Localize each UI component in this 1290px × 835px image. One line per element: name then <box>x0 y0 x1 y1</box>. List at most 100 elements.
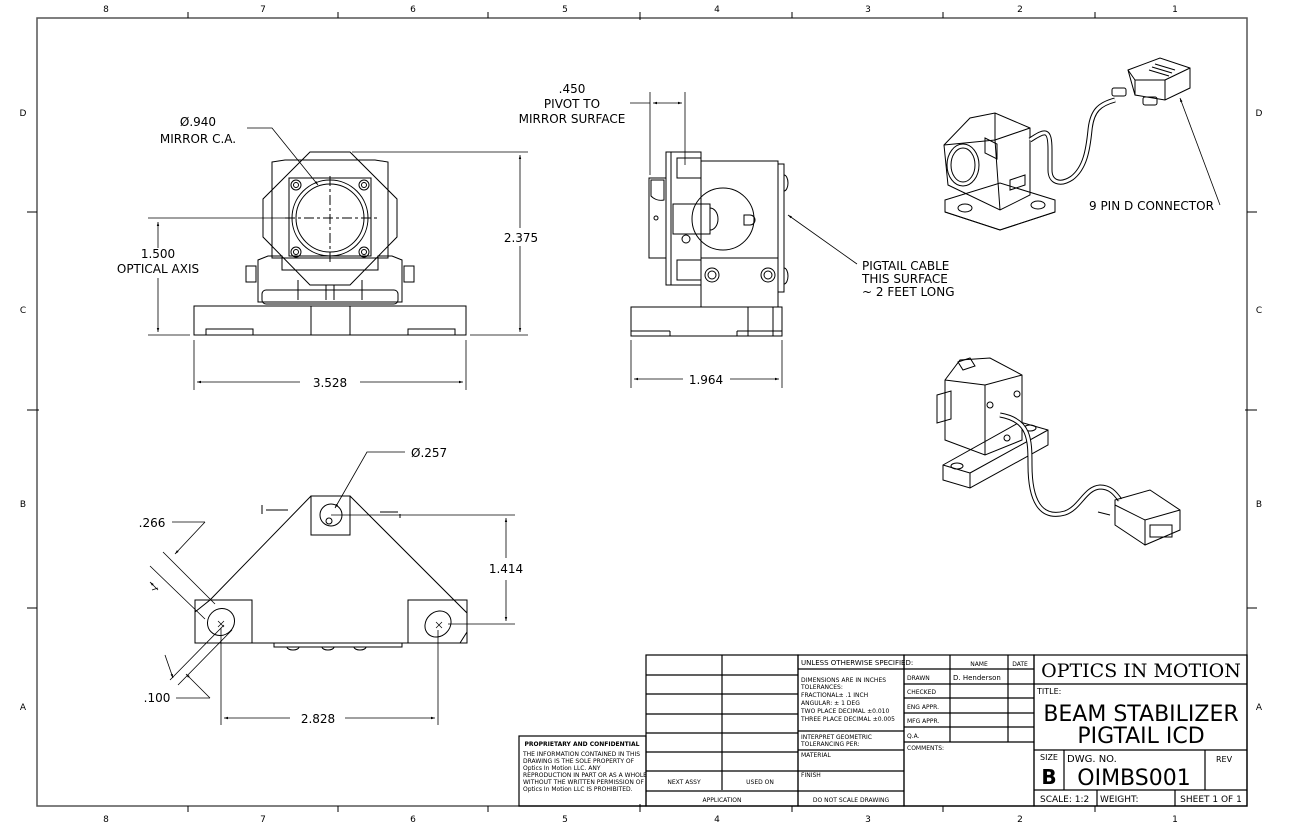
proprietary-line-5: WITHOUT THE WRITTEN PERMISSION OF <box>523 779 644 786</box>
application-label: APPLICATION <box>703 797 742 804</box>
connector-note: 9 PIN D CONNECTOR <box>1089 199 1214 213</box>
next-assy-label: NEXT ASSY <box>667 779 701 786</box>
comments-label: COMMENTS: <box>907 745 944 752</box>
zone-col-7-bottom: 7 <box>260 815 266 825</box>
top-view <box>194 495 468 651</box>
zone-col-2: 2 <box>1017 5 1023 15</box>
zone-col-5: 5 <box>562 5 568 15</box>
proprietary-notice: PROPRIETARY AND CONFIDENTIAL THE INFORMA… <box>522 741 647 793</box>
do-not-scale-label: DO NOT SCALE DRAWING <box>813 797 890 804</box>
unless-specified-label: UNLESS OTHERWISE SPECIFIED: <box>801 659 913 667</box>
proprietary-line-6: Optics In Motion LLC IS PROHIBITED. <box>523 786 633 793</box>
pivot-label-1: PIVOT TO <box>544 97 600 111</box>
optical-axis-dimension: 1.500 <box>141 247 175 261</box>
optical-axis-label: OPTICAL AXIS <box>117 262 199 276</box>
role-qa: Q.A. <box>907 733 920 740</box>
tolerance-line-6: THREE PLACE DECIMAL ±0.005 <box>800 716 895 723</box>
drawing-title-line-1: BEAM STABILIZER <box>1043 702 1238 727</box>
tolerance-block: UNLESS OTHERWISE SPECIFIED: DIMENSIONS A… <box>800 659 913 804</box>
zone-col-7: 7 <box>260 5 266 15</box>
sheet-label: SHEET 1 OF 1 <box>1180 795 1242 805</box>
slot-offset-dimension: .100 <box>144 691 171 705</box>
weight-label: WEIGHT: <box>1100 795 1139 805</box>
approval-block: NAME DATE DRAWN D. Henderson CHECKED ENG… <box>907 661 1028 752</box>
zone-col-6-bottom: 6 <box>410 815 416 825</box>
depth-dimension: 1.964 <box>689 373 723 387</box>
front-view <box>193 151 467 336</box>
zone-row-c: C <box>20 306 26 316</box>
proprietary-line-2: DRAWING IS THE SOLE PROPERTY OF <box>523 758 635 765</box>
zone-col-1: 1 <box>1172 5 1178 15</box>
zone-row-b: B <box>20 500 26 510</box>
zone-col-1-bottom: 1 <box>1172 815 1178 825</box>
cable-note-3: ~ 2 FEET LONG <box>862 285 955 299</box>
date-header: DATE <box>1012 661 1028 668</box>
front-view-dimensions <box>148 127 528 390</box>
title-label: TITLE: <box>1036 687 1061 696</box>
tolerance-line-1: DIMENSIONS ARE IN INCHES <box>801 677 886 684</box>
dwg-no-value: OIMBS001 <box>1077 766 1190 791</box>
slot-width-dimension: .266 <box>139 516 166 530</box>
company-name: OPTICS IN MOTION <box>1041 660 1241 682</box>
scale-label: SCALE: 1:2 <box>1040 795 1089 805</box>
tolerance-line-5: TWO PLACE DECIMAL ±0.010 <box>800 708 890 715</box>
rev-label: REV <box>1216 755 1233 764</box>
material-label: MATERIAL <box>801 752 831 759</box>
isometric-view-2 <box>936 357 1181 546</box>
zone-col-5-bottom: 5 <box>562 815 568 825</box>
zone-col-6: 6 <box>410 5 416 15</box>
proprietary-line-4: REPRODUCTION IN PART OR AS A WHOLE <box>523 772 647 779</box>
mirror-ca-label: MIRROR C.A. <box>160 132 236 146</box>
drawn-by-name: D. Henderson <box>953 674 1001 682</box>
drawing-title-line-2: PIGTAIL ICD <box>1077 724 1204 749</box>
zone-col-3-bottom: 3 <box>865 815 871 825</box>
proprietary-line-1: THE INFORMATION CONTAINED IN THIS <box>522 751 640 758</box>
zone-col-3: 3 <box>865 5 871 15</box>
cable-note-1: PIGTAIL CABLE <box>862 259 949 273</box>
size-value: B <box>1041 765 1056 789</box>
proprietary-line-3: Optics In Motion LLC. ANY <box>523 765 601 772</box>
size-label: SIZE <box>1040 753 1058 762</box>
zone-col-8: 8 <box>103 5 109 15</box>
interpret-label-2: TOLERANCING PER: <box>800 741 859 748</box>
role-mfg-appr: MFG APPR. <box>907 718 939 725</box>
tolerance-line-3: FRACTIONAL± .1 INCH <box>801 692 868 699</box>
side-view-dimensions <box>630 92 858 388</box>
zone-row-a-right: A <box>1256 703 1263 713</box>
revision-grid: NEXT ASSY USED ON APPLICATION <box>667 779 773 804</box>
zone-col-4-bottom: 4 <box>714 815 720 825</box>
tolerance-line-2: TOLERANCES: <box>800 684 843 691</box>
hole-diameter-dimension: Ø.257 <box>411 446 447 460</box>
zone-col-2-bottom: 2 <box>1017 815 1023 825</box>
finish-label: FINISH <box>801 772 821 779</box>
pivot-dimension: .450 <box>559 82 586 96</box>
title-block <box>518 654 1248 807</box>
zone-row-c-right: C <box>1256 306 1262 316</box>
dwg-no-label: DWG. NO. <box>1067 754 1117 765</box>
height-dimension: 2.375 <box>504 231 538 245</box>
mirror-diameter-dimension: Ø.940 <box>180 115 216 129</box>
zone-row-d-right: D <box>1256 109 1263 119</box>
tolerance-line-4: ANGULAR: ± 1 DEG <box>801 700 860 707</box>
zone-row-b-right: B <box>1256 500 1262 510</box>
zone-row-a: A <box>20 703 27 713</box>
top-view-dimensions <box>149 451 515 725</box>
name-header: NAME <box>970 661 988 668</box>
role-eng-appr: ENG APPR. <box>907 704 939 711</box>
isometric-view-1 <box>943 57 1191 231</box>
proprietary-title: PROPRIETARY AND CONFIDENTIAL <box>525 741 640 748</box>
connector-leader <box>1179 97 1221 206</box>
zone-col-4: 4 <box>714 5 720 15</box>
zone-row-d: D <box>20 109 27 119</box>
role-checked: CHECKED <box>907 689 936 696</box>
horizontal-spacing-dimension: 2.828 <box>301 712 335 726</box>
cable-note-2: THIS SURFACE <box>861 272 948 286</box>
used-on-label: USED ON <box>746 779 774 786</box>
role-drawn: DRAWN <box>907 675 930 682</box>
zone-col-8-bottom: 8 <box>103 815 109 825</box>
pivot-label-2: MIRROR SURFACE <box>519 112 626 126</box>
interpret-label-1: INTERPRET GEOMETRIC <box>801 734 872 741</box>
vertical-spacing-dimension: 1.414 <box>489 562 523 576</box>
